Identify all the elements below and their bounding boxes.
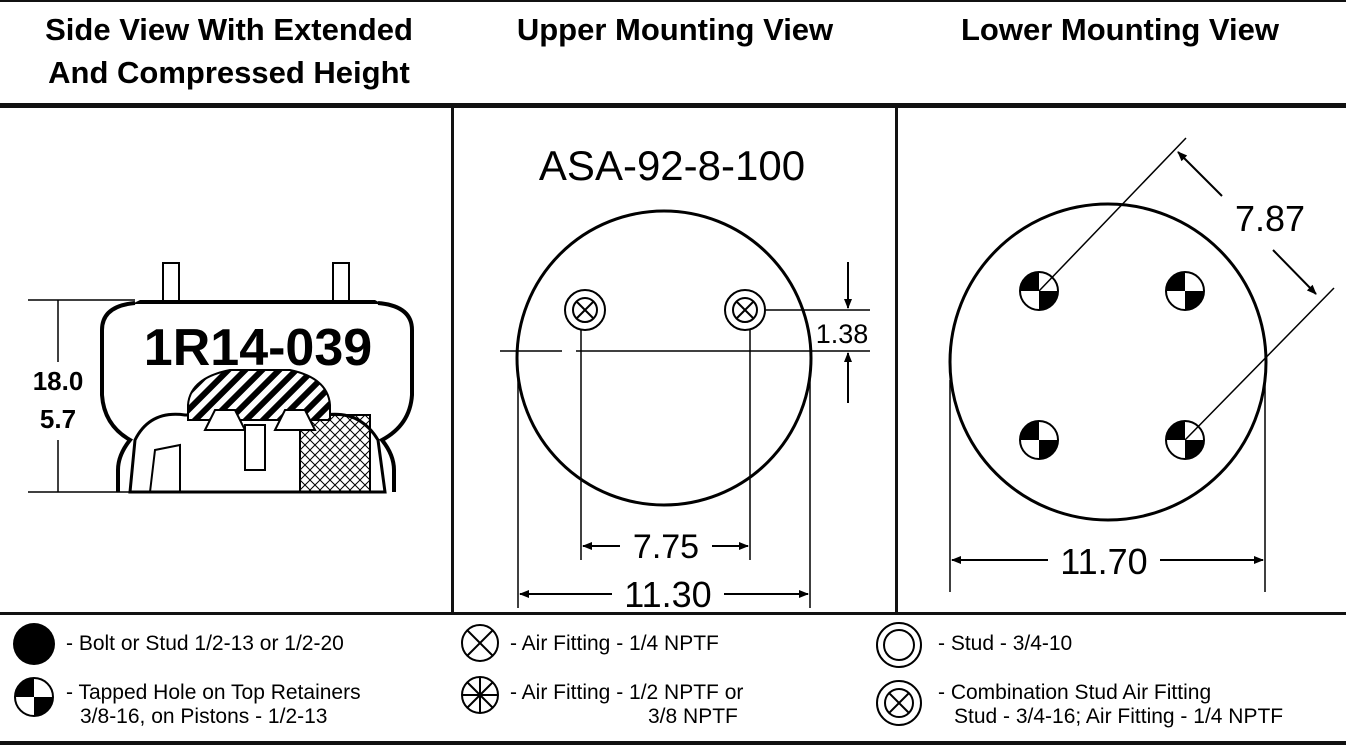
upper-view-header: Upper Mounting View — [516, 12, 834, 47]
compressed-height: 5.7 — [40, 404, 76, 434]
air-fitting-half-icon — [461, 676, 499, 714]
model-number: ASA-92-8-100 — [539, 142, 805, 189]
lower-plate-outline — [948, 202, 1268, 522]
upper-stud-left — [564, 289, 606, 331]
combination-stud-icon — [876, 680, 922, 726]
tapped-hole-symbol-icon — [14, 677, 54, 717]
legend-stud: - Stud - 3/4-10 — [938, 632, 1073, 655]
header-divider — [0, 103, 1346, 108]
bolt-symbol-icon — [13, 623, 55, 665]
legend-tapped-hole-2: 3/8-16, on Pistons - 1/2-13 — [80, 705, 328, 728]
extended-height: 18.0 — [33, 366, 84, 396]
drawing-canvas: 1R14-039 18.0 5.7 ASA-92-8-100 1.38 7.75… — [28, 137, 1335, 612]
legend-bolt: - Bolt or Stud 1/2-13 or 1/2-20 — [66, 632, 344, 655]
upper-plate-outline — [515, 209, 813, 507]
legend-air-fitting-half-1: - Air Fitting - 1/2 NPTF or — [510, 681, 744, 704]
panel-divider-1 — [451, 108, 454, 614]
air-spring-side-view — [28, 262, 414, 494]
upper-diameter-dimension: 11.30 — [624, 574, 711, 612]
upper-stud-right — [724, 289, 766, 331]
legend-tapped-hole-1: - Tapped Hole on Top Retainers — [66, 681, 361, 704]
legend-air-fitting-half-2: 3/8 NPTF — [648, 705, 738, 728]
tapped-hole-bl — [1019, 420, 1059, 460]
bolt-spacing-dimension: 7.87 — [1235, 198, 1305, 239]
part-number: 1R14-039 — [144, 319, 372, 377]
stud-symbol-icon — [876, 622, 922, 668]
offset-dimension: 1.38 — [816, 319, 869, 349]
stud-spacing-dimension: 7.75 — [633, 528, 699, 566]
legend-symbols — [13, 622, 922, 726]
legend-air-fitting-quarter: - Air Fitting - 1/4 NPTF — [510, 632, 719, 655]
panel-divider-2 — [895, 108, 898, 614]
air-fitting-quarter-icon — [461, 624, 499, 662]
lower-diameter-dimension: 11.70 — [1060, 541, 1147, 582]
bottom-border — [0, 741, 1346, 745]
tapped-hole-tr — [1165, 271, 1205, 311]
top-border — [0, 0, 1346, 2]
lower-view-header: Lower Mounting View — [960, 12, 1280, 47]
legend-combination-1: - Combination Stud Air Fitting — [938, 681, 1212, 704]
legend-combination-2: Stud - 3/4-16; Air Fitting - 1/4 NPTF — [954, 705, 1284, 728]
legend-divider — [0, 612, 1346, 615]
side-view-header: Side View With Extended And Compressed H… — [45, 12, 413, 90]
